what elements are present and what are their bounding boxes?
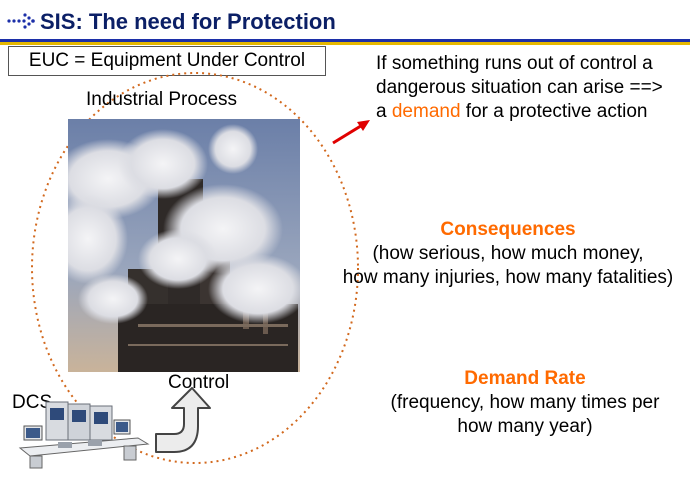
process-label: Industrial Process [86, 89, 238, 110]
demand-rate-block: Demand Rate (frequency, how many times p… [360, 367, 690, 439]
consequences-heading: Consequences [440, 219, 576, 240]
demand-rate-line-2: how many year) [457, 416, 593, 437]
dcs-label: DCS [12, 392, 53, 413]
demand-line-1: If something runs out of control a [376, 53, 653, 74]
consequences-block: Consequences (how serious, how much mone… [330, 218, 686, 290]
control-label: Control [168, 372, 230, 393]
demand-highlight: demand [391, 101, 461, 122]
curved-up-arrow-icon [152, 386, 212, 462]
demand-line-3-pre: a [376, 101, 392, 122]
euc-definition-box: EUC = Equipment Under Control [8, 46, 326, 76]
dcs-console-image [18, 398, 150, 470]
demand-rate-line-1: (frequency, how many times per [390, 392, 660, 413]
demand-line-2: dangerous situation can arise ==> [376, 77, 663, 98]
demand-line-3-post: for a protective action [460, 101, 648, 122]
industrial-plant-image [68, 119, 300, 372]
demand-line-3: a demand for a protective action [376, 100, 663, 124]
consequences-line-2: how many injuries, how many fatalities) [342, 267, 674, 288]
dotted-arrow-icon [6, 8, 36, 34]
title-rule-gold [0, 42, 690, 45]
demand-explanation: If something runs out of control a dange… [376, 52, 663, 124]
demand-rate-heading: Demand Rate [464, 368, 586, 389]
title-rule-blue [0, 39, 690, 42]
consequences-line-1: (how serious, how much money, [372, 243, 644, 264]
page-title: SIS: The need for Protection [40, 9, 336, 34]
